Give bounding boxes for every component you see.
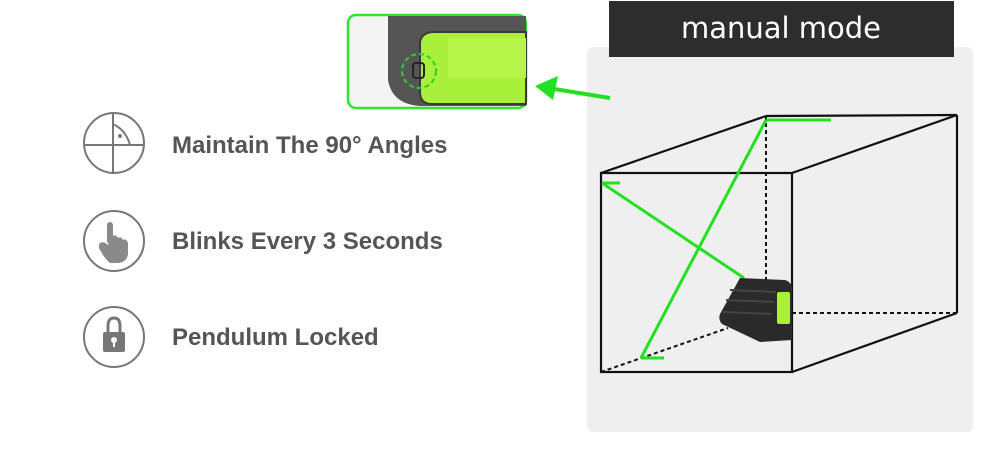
padlock-icon xyxy=(103,316,125,352)
laser-lines xyxy=(601,118,831,360)
room-cube-diagram xyxy=(599,113,959,374)
feature-item: Pendulum Locked xyxy=(83,306,379,368)
feature-item: Maintain The 90° Angles xyxy=(83,112,447,174)
diagram-panel xyxy=(587,47,973,432)
feature-label: Blinks Every 3 Seconds xyxy=(172,228,443,255)
mode-title: manual mode xyxy=(681,11,881,45)
feature-label: Pendulum Locked xyxy=(172,324,379,351)
mode-title-banner: manual mode xyxy=(609,1,954,57)
pointer-arrow xyxy=(535,76,611,100)
pointing-hand-icon xyxy=(99,222,128,263)
padlock-icon xyxy=(412,62,425,79)
lock-switch-closeup xyxy=(346,13,528,110)
right-angle-crosshair-icon xyxy=(83,112,145,174)
feature-label: Maintain The 90° Angles xyxy=(172,132,447,159)
lock-switch-highlight xyxy=(401,53,437,89)
feature-item: Blinks Every 3 Seconds xyxy=(83,210,443,272)
laser-level-device xyxy=(719,278,792,342)
feature-list: Maintain The 90° Angles Blinks Every 3 S… xyxy=(83,112,447,368)
